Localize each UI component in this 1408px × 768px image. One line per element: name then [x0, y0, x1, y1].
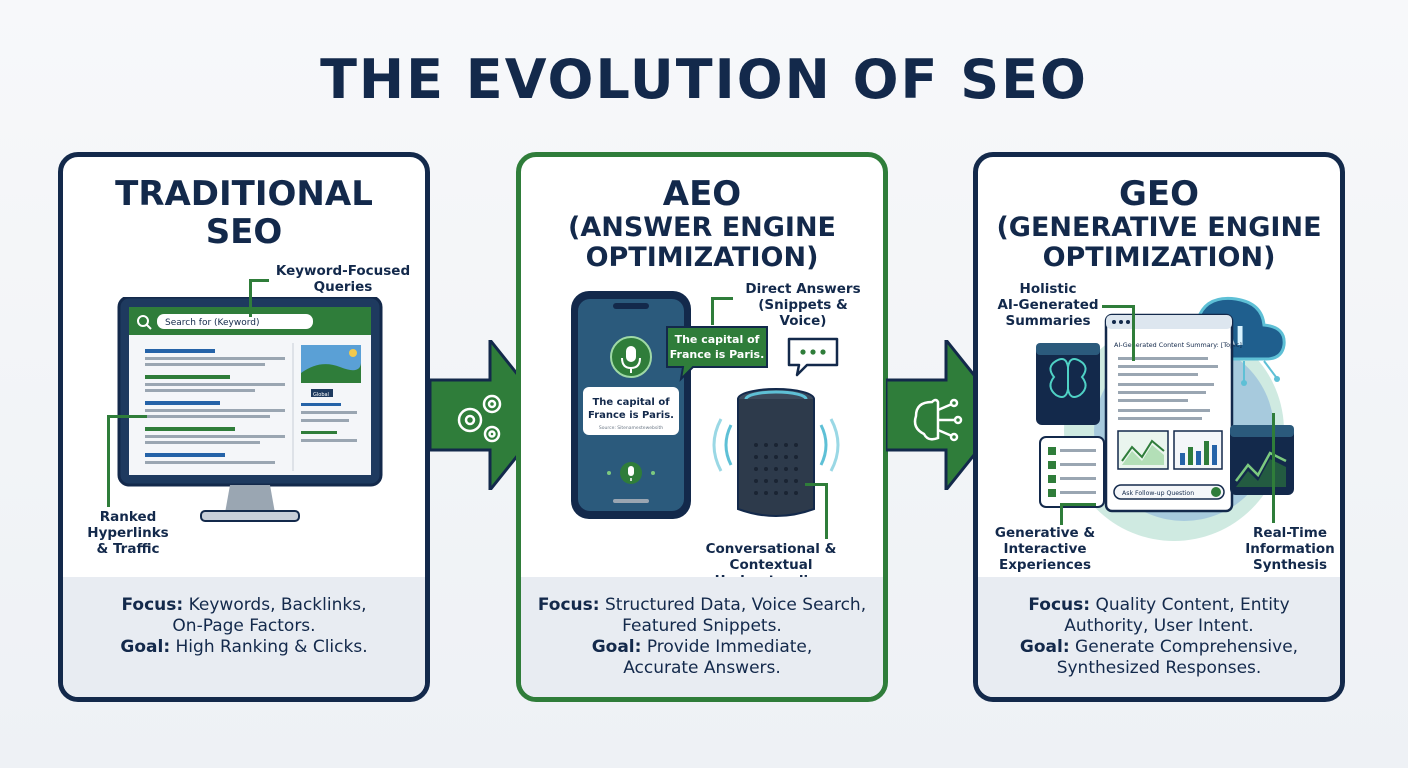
brain-circuit-icon [913, 398, 963, 442]
gears-icon [457, 394, 502, 443]
brain-icon [1049, 358, 1087, 398]
connector-line [107, 415, 110, 507]
bubble-line2: France is Paris. [670, 348, 765, 361]
phone-answer-line2: France is Paris. [588, 410, 674, 421]
page-title: THE EVOLUTION OF SEO [320, 48, 1088, 111]
panel-title-line3: OPTIMIZATION) [585, 242, 819, 274]
phone-answer-line1: The capital of [592, 397, 670, 408]
connector-line [249, 279, 269, 282]
connector-line [1272, 413, 1275, 523]
connector-line [711, 297, 714, 325]
panel-footer: Focus: Keywords, Backlinks, On-Page Fact… [63, 577, 425, 697]
answer-bubble: The capital of France is Paris. [666, 326, 768, 382]
panel-title-line1: TRADITIONAL [115, 174, 373, 214]
connector-line [1102, 305, 1134, 308]
connector-line [825, 483, 828, 539]
panel-traditional-seo: TRADITIONAL SEO Search for (Keyword) [58, 152, 430, 702]
monitor-illustration: Search for (Keyword) Global [117, 297, 383, 522]
panel-title-line1: GEO [1118, 174, 1200, 214]
search-icon [137, 315, 152, 330]
panel-title-line2: (GENERATIVE ENGINE [996, 212, 1322, 244]
followup-input: Ask Follow-up Question [1122, 490, 1194, 497]
summary-header: AI-Generated Content Summary: [Topic] [1114, 341, 1242, 349]
thumb-label: Global [313, 392, 329, 398]
connector-line [805, 483, 827, 486]
panel-title: TRADITIONAL SEO [63, 175, 425, 251]
panel-title: AEO (ANSWER ENGINE OPTIMIZATION) [521, 175, 883, 274]
panel-footer: Focus: Structured Data, Voice Search, Fe… [521, 577, 883, 697]
smartphone-illustration: The capital of France is Paris. Source: … [571, 291, 691, 519]
search-placeholder: Search for (Keyword) [165, 318, 259, 328]
panel-geo: GEO (GENERATIVE ENGINE OPTIMIZATION) AI [973, 152, 1345, 702]
microphone-icon [620, 462, 642, 484]
connector-line [1132, 305, 1135, 361]
connector-line [711, 297, 733, 300]
panel-title-line2: (ANSWER ENGINE [568, 212, 836, 244]
panel-footer: Focus: Quality Content, Entity Authority… [978, 577, 1340, 697]
connector-line [107, 415, 147, 418]
connector-line [249, 279, 252, 317]
panel-title-line3: OPTIMIZATION) [1042, 242, 1276, 274]
annotation-direct-answers: Direct Answers (Snippets & Voice) [745, 281, 861, 329]
connector-line [1060, 503, 1063, 525]
microphone-icon [610, 336, 652, 378]
panel-title-line1: AEO [662, 174, 742, 214]
panel-title-line2: SEO [205, 212, 283, 253]
annotation-keyword-queries: Keyword-Focused Queries [275, 263, 411, 295]
bubble-line1: The capital of [675, 333, 760, 346]
connector-line [1060, 503, 1096, 506]
panel-title: GEO (GENERATIVE ENGINE OPTIMIZATION) [978, 175, 1340, 274]
annotation-realtime: Real-Time Information Synthesis [1245, 525, 1335, 573]
smart-speaker-illustration [712, 388, 840, 517]
annotation-ranked: Ranked Hyperlinks & Traffic [87, 509, 169, 557]
annotation-holistic: Holistic AI-Generated Summaries [997, 281, 1099, 329]
phone-source: Source: Sitenamestewebsith [599, 425, 663, 431]
annotation-generative: Generative & Interactive Experiences [994, 525, 1096, 573]
ai-illustration: AI AI-Generated Content Summary: [Topic] [1036, 296, 1294, 541]
panel-aeo: AEO (ANSWER ENGINE OPTIMIZATION) The cap… [516, 152, 888, 702]
chat-bubble-icon [787, 337, 839, 377]
